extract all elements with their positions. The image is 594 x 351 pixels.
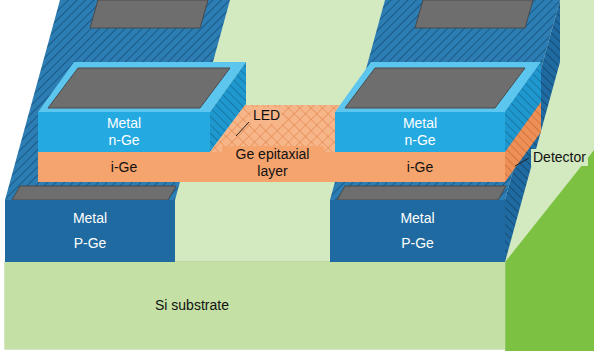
epitaxial-bridge: Ge epitaxial layer [212,124,333,182]
n-ge-layer: Metaln-Ge [335,112,505,152]
layer-label: Si substrate [155,297,229,314]
material-label: Metal [73,210,107,227]
p-ge-block: MetalP-Ge [5,200,175,262]
i-ge-layer: i-Ge [38,152,210,182]
si-substrate: Si substrate [5,262,505,349]
layer-label: i-Ge [111,159,137,176]
part-label: Detector [531,149,588,166]
material-label: Metal [107,115,141,132]
layer-label: i-Ge [407,159,433,176]
layer-label: Ge epitaxial layer [222,146,324,180]
layer-label: P-Ge [74,235,107,252]
layer-label: n-Ge [404,132,435,149]
layer-label: n-Ge [108,132,139,149]
leader-line [236,122,249,136]
leader-line [515,158,529,166]
part-label: LED [251,107,282,124]
layer-label: P-Ge [401,235,434,252]
p-ge-block: MetalP-Ge [330,200,505,262]
i-ge-layer: i-Ge [335,152,505,182]
material-label: Metal [403,115,437,132]
material-label: Metal [400,210,434,227]
n-ge-layer: Metaln-Ge [38,112,210,152]
